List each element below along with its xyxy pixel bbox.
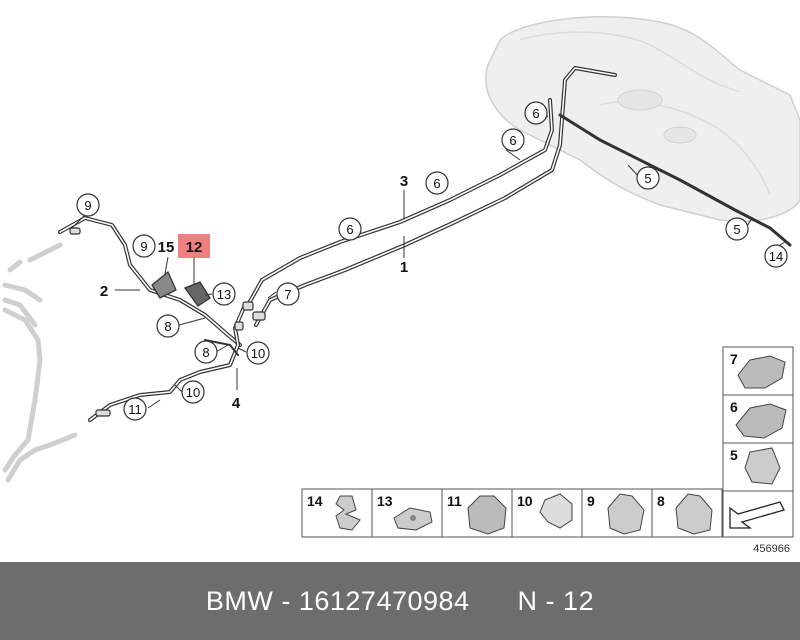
- callout-6b: 6: [425, 171, 449, 195]
- svg-text:7: 7: [284, 287, 291, 302]
- callout-13: 13: [212, 282, 236, 306]
- clip-6-sketch: [735, 403, 787, 439]
- svg-text:8: 8: [164, 319, 171, 334]
- bottom-num-11: 11: [447, 493, 462, 509]
- clip-10-sketch: [539, 493, 573, 529]
- bottom-num-8: 8: [657, 493, 665, 509]
- clip-9-sketch: [607, 493, 645, 535]
- clip-8-sketch: [675, 493, 713, 535]
- svg-text:13: 13: [217, 287, 231, 302]
- callout-7: 7: [276, 282, 300, 306]
- side-num-6: 6: [730, 399, 738, 415]
- label-3: 3: [400, 173, 408, 190]
- callout-9b: 9: [132, 234, 156, 258]
- svg-text:10: 10: [186, 385, 200, 400]
- callout-8b: 8: [194, 340, 218, 364]
- clip-5-sketch: [744, 447, 781, 485]
- callout-11: 11: [123, 397, 147, 421]
- callouts: 9 9 13 8 8 10 10 11 7 6 6 6 6 5 5 14: [76, 101, 788, 421]
- callout-14: 14: [764, 244, 788, 268]
- connectors: [69, 227, 266, 417]
- side-num-7: 7: [730, 351, 738, 367]
- side-num-5: 5: [730, 447, 738, 463]
- side-parts-panel: 7 6 5: [722, 346, 794, 538]
- callout-6a: 6: [338, 217, 362, 241]
- leader-lines: [71, 115, 786, 409]
- parts-diagram: 9 9 13 8 8 10 10 11 7 6 6 6 6 5 5 14 2 1…: [2, 16, 800, 555]
- fuel-lines: [58, 66, 792, 422]
- label-4: 4: [232, 395, 241, 412]
- part-labels: 2 15 12 3 1 4: [100, 173, 408, 412]
- fuel-tank: [485, 16, 800, 223]
- line-1-inner: [255, 67, 616, 326]
- svg-text:5: 5: [733, 222, 740, 237]
- label-12: 12: [186, 239, 203, 256]
- bottom-parts-panel: 14 13 11 10 9 8 456966: [301, 488, 790, 555]
- callout-6c: 6: [501, 128, 525, 152]
- line-1: [254, 66, 617, 327]
- svg-text:8: 8: [202, 345, 209, 360]
- svg-text:5: 5: [644, 171, 651, 186]
- svg-text:6: 6: [532, 106, 539, 121]
- svg-text:9: 9: [140, 239, 147, 254]
- faint-pipes: [2, 242, 78, 483]
- bottom-num-9: 9: [587, 493, 595, 509]
- footer-text: BMW - 16127470984 N - 12: [205, 585, 595, 616]
- bracket-12: [183, 281, 211, 307]
- label-1: 1: [400, 259, 408, 276]
- highlight-12: [178, 234, 210, 258]
- bottom-num-10: 10: [517, 493, 533, 509]
- callout-9a: 9: [76, 193, 100, 217]
- svg-text:6: 6: [346, 222, 353, 237]
- svg-text:9: 9: [84, 198, 91, 213]
- svg-text:6: 6: [433, 176, 440, 191]
- arrow-icon: [729, 501, 785, 529]
- bottom-num-14: 14: [307, 493, 323, 509]
- brackets: [151, 270, 211, 307]
- callout-10b: 10: [181, 380, 205, 404]
- callout-5b: 5: [725, 217, 749, 241]
- callout-8a: 8: [156, 314, 180, 338]
- label-15: 15: [158, 239, 175, 256]
- callout-10a: 10: [246, 341, 270, 365]
- footer-bar: BMW - 16127470984 N - 12: [0, 562, 800, 640]
- callout-5a: 5: [636, 166, 660, 190]
- clip-7-sketch: [737, 355, 786, 389]
- svg-text:10: 10: [251, 346, 265, 361]
- callout-6d: 6: [524, 101, 548, 125]
- reference-number: 456966: [753, 543, 790, 555]
- bottom-num-13: 13: [377, 493, 393, 509]
- bracket-15: [151, 270, 177, 299]
- svg-text:14: 14: [769, 249, 783, 264]
- svg-text:6: 6: [509, 133, 516, 148]
- clip-11-sketch: [467, 495, 507, 535]
- line-5: [558, 113, 792, 247]
- line-3-inner: [247, 99, 553, 306]
- clip-14-sketch: [335, 495, 361, 531]
- svg-text:11: 11: [128, 402, 142, 417]
- label-2: 2: [100, 283, 108, 300]
